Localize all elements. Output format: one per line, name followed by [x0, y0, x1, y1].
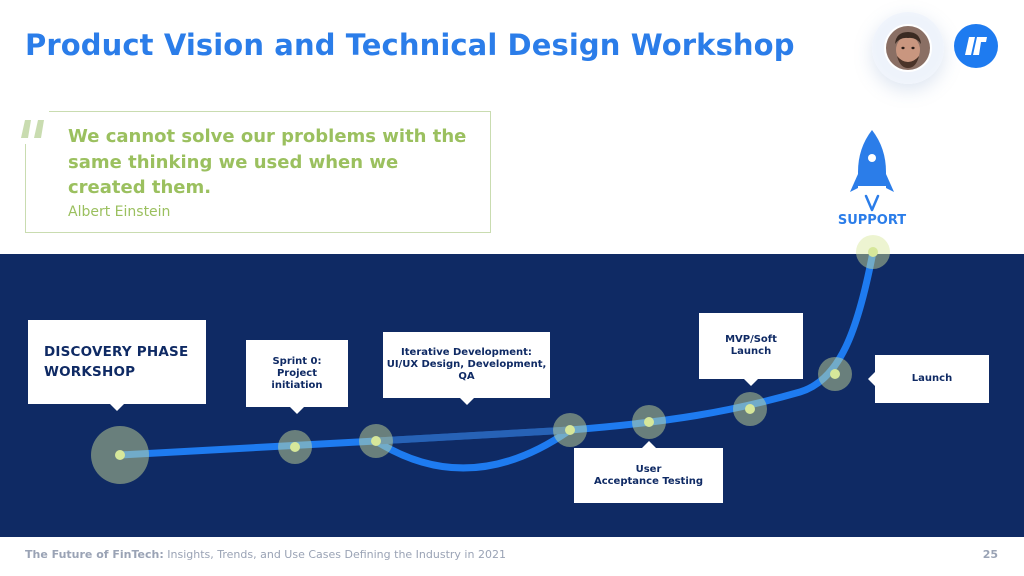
node-uat: [632, 405, 666, 439]
page-number: 25: [982, 548, 998, 561]
callout-mvp: MVP/Soft Launch: [699, 313, 803, 386]
quote-box: [25, 111, 491, 233]
avatar: [884, 24, 932, 72]
node-discovery: [91, 426, 149, 484]
support-label: SUPPORT: [837, 213, 907, 228]
callout-iterative: Iterative Development: UI/UX Design, Dev…: [383, 332, 550, 405]
node-iterative: [359, 424, 393, 458]
node-mvp: [733, 392, 767, 426]
node-sprint0: [278, 430, 312, 464]
node-support: [856, 235, 890, 269]
callout-launch: Launch: [868, 355, 989, 403]
node-launch: [818, 357, 852, 391]
footer-title: The Future of FinTech: Insights, Trends,…: [25, 548, 506, 561]
quote-text: We cannot solve our problems with the sa…: [68, 126, 467, 198]
presenter-avatar-frame: [872, 12, 944, 84]
logo-mark-icon: [965, 37, 987, 55]
quote-author: Albert Einstein: [68, 204, 171, 220]
quote-mark-icon: [17, 104, 49, 144]
node-iterative-end: [553, 413, 587, 447]
callout-sprint0: Sprint 0: Project initiation: [246, 340, 348, 414]
footer-title-rest: Insights, Trends, and Use Cases Defining…: [163, 548, 506, 561]
callout-uat: User Acceptance Testing: [574, 441, 723, 503]
footer-title-bold: The Future of FinTech:: [25, 548, 164, 561]
roadmap-nodes: [91, 235, 890, 484]
slide-title: Product Vision and Technical Design Work…: [25, 28, 795, 62]
person-photo-icon: [886, 26, 930, 70]
brand-logo: [954, 24, 998, 68]
callout-discovery: DISCOVERY PHASE WORKSHOP: [28, 320, 206, 411]
rocket-icon: [850, 130, 894, 212]
